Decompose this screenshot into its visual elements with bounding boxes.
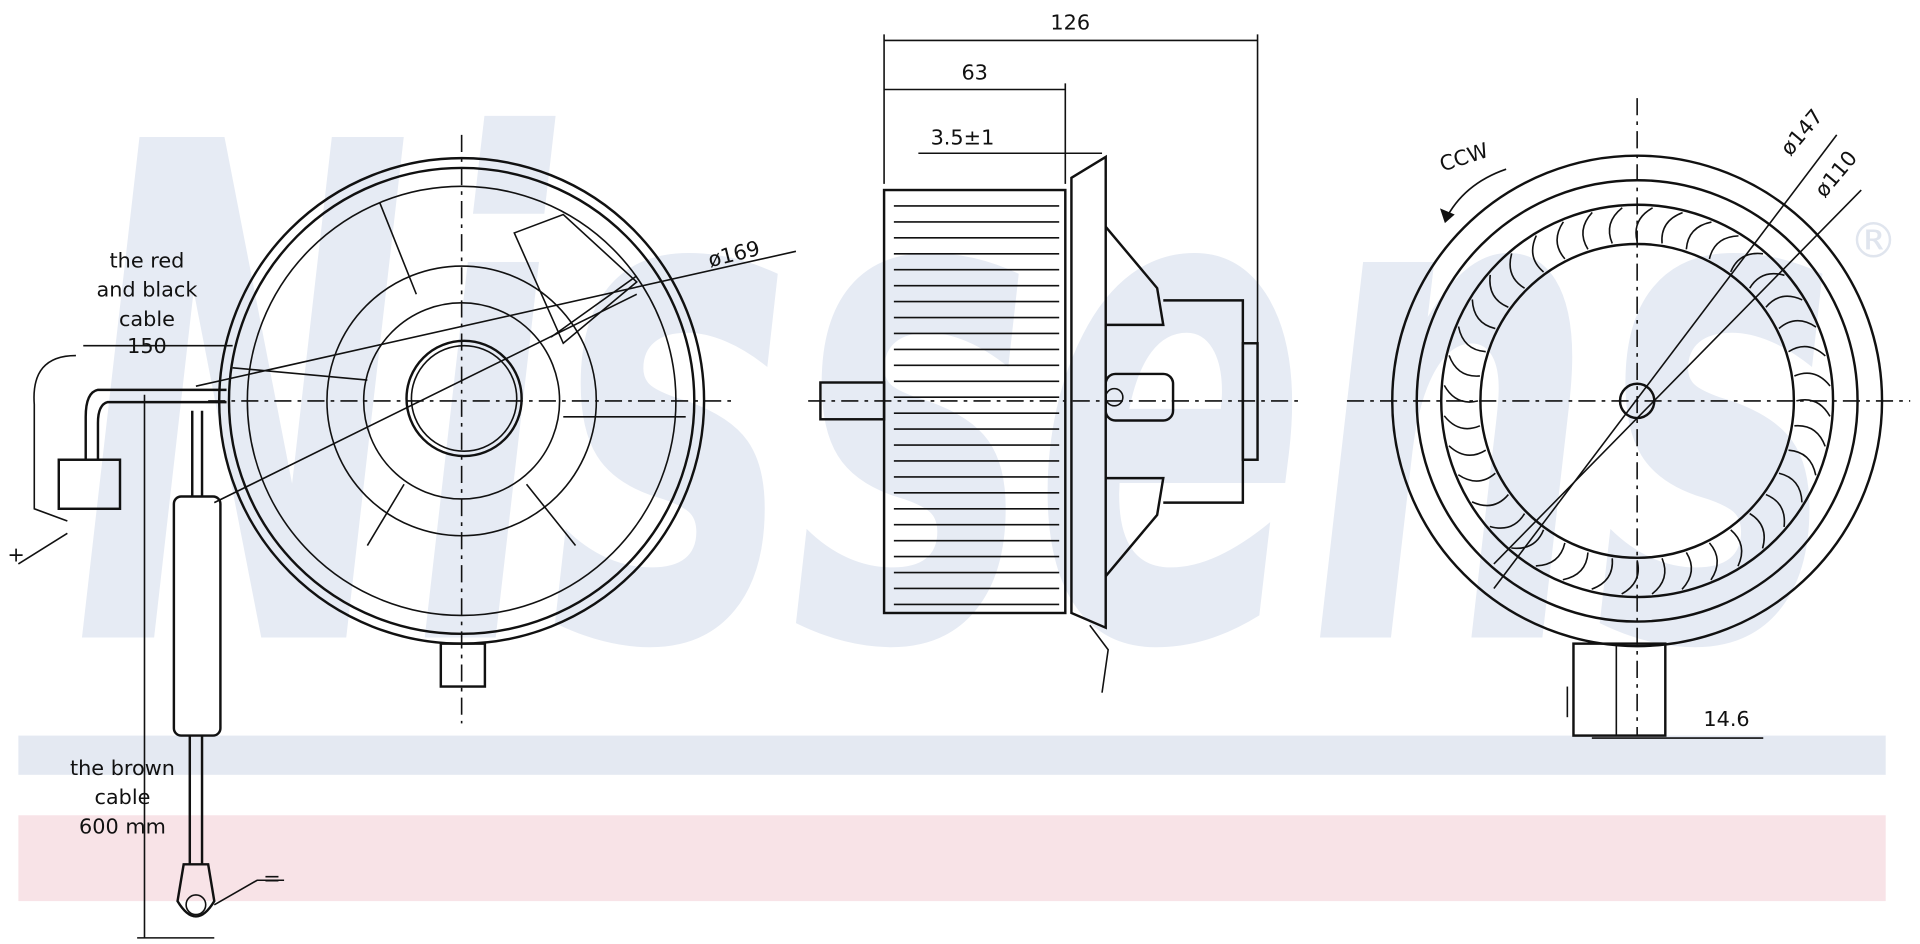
impeller-blade <box>1794 372 1831 387</box>
watermark: Nissens ® <box>18 0 1898 902</box>
dim-depth-126: 126 <box>1050 10 1090 34</box>
red-black-cable-label: the red and black cable 150 <box>96 248 197 358</box>
impeller-blade <box>1749 512 1766 549</box>
impeller-blade <box>1457 326 1486 353</box>
impeller-blade <box>1509 253 1526 289</box>
impeller-blade <box>1608 207 1623 244</box>
impeller-blade <box>1489 513 1526 529</box>
impeller-blade <box>1591 558 1614 590</box>
impeller-blade <box>1765 295 1803 308</box>
dim-connector-width: 14.6 <box>1703 707 1749 731</box>
dim-depth-63: 63 <box>961 61 987 85</box>
svg-text:Nissens: Nissens <box>73 0 1836 799</box>
impeller-blade <box>1685 221 1712 250</box>
impeller-blade <box>1562 552 1589 581</box>
cables <box>17 344 285 939</box>
impeller-blade <box>1708 235 1739 260</box>
brown-cable-label: the brown cable 600 mm <box>70 756 175 839</box>
impeller-blade <box>1796 399 1831 417</box>
impeller-blade <box>1489 274 1509 308</box>
impeller-blade <box>1535 542 1566 567</box>
svg-text:the brown: the brown <box>70 756 175 780</box>
impeller-blade <box>1511 529 1545 550</box>
svg-text:cable: cable <box>119 307 175 331</box>
impeller-blade <box>1471 494 1509 507</box>
impeller-blade <box>1556 221 1566 260</box>
impeller-blade <box>1730 529 1743 567</box>
impeller-blade <box>1448 445 1487 456</box>
svg-text:600 mm: 600 mm <box>79 815 166 839</box>
impeller-blade <box>1708 542 1718 581</box>
impeller-blade <box>1778 472 1803 503</box>
impeller-blade <box>1661 211 1683 244</box>
impeller-blade <box>1471 299 1496 330</box>
plus-terminal-label: + <box>7 542 24 566</box>
impeller-blade <box>1765 493 1786 528</box>
svg-text:and black: and black <box>96 278 197 302</box>
dim-flange-offset: 3.5±1 <box>931 126 995 150</box>
impeller-blade <box>1749 272 1785 289</box>
impeller-blade <box>1448 355 1480 377</box>
impeller-blade <box>1531 235 1545 273</box>
rear-view <box>1346 98 1911 739</box>
impeller-blade <box>1794 424 1826 447</box>
svg-text:®: ® <box>1849 212 1898 269</box>
impeller-blade <box>1681 552 1693 590</box>
impeller-blade <box>1788 449 1817 476</box>
impeller-blade <box>1443 415 1481 430</box>
svg-text:150: 150 <box>127 334 167 358</box>
impeller-blade <box>1778 319 1817 330</box>
impeller-blade <box>1582 211 1593 250</box>
impeller-blade <box>1729 252 1764 273</box>
impeller-blade <box>1443 385 1479 403</box>
side-view <box>808 34 1298 693</box>
minus-terminal-label: = <box>263 866 280 890</box>
svg-text:the red: the red <box>110 248 185 272</box>
impeller-blade <box>1788 345 1826 357</box>
impeller-blade <box>1635 207 1653 242</box>
impeller-blade <box>1457 472 1496 482</box>
svg-text:cable: cable <box>94 785 150 809</box>
impeller-blade <box>1651 557 1666 595</box>
impeller-blade <box>1621 560 1640 595</box>
